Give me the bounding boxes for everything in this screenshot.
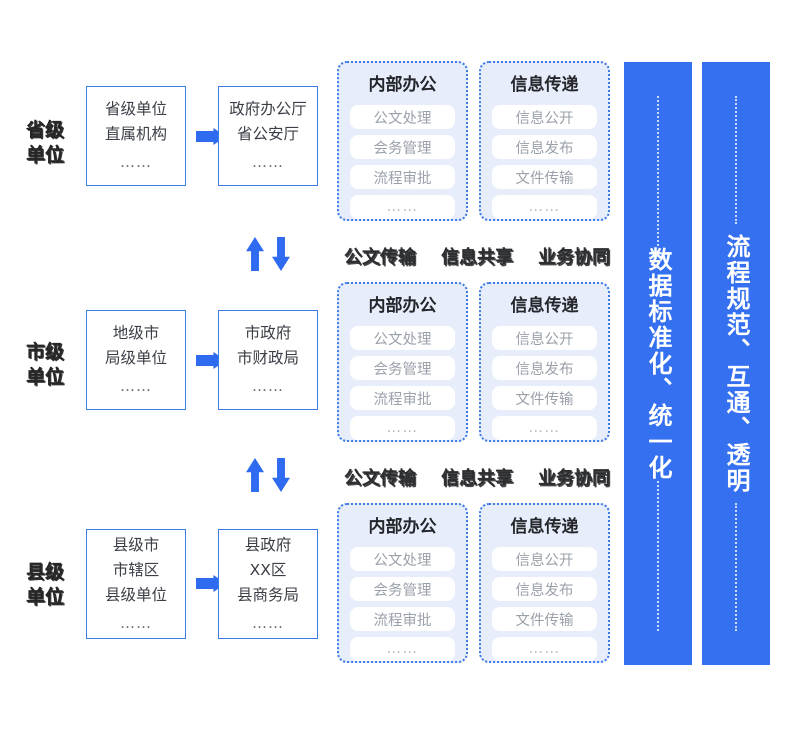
org-box-line: 政府办公厅 [229, 100, 307, 118]
side-bar-text: 数据标准化、统一化 [644, 246, 672, 481]
panel-county-internal-office[interactable]: 内部办公 公文处理 会务管理 流程审批 …… [337, 503, 468, 663]
tier-label-municipal: 市级 单位 [14, 340, 76, 390]
panel-provincial-info-transfer[interactable]: 信息传递 信息公开 信息发布 文件传输 …… [479, 61, 610, 221]
org-box-line: 局级单位 [104, 349, 167, 367]
dotted-line-bottom [735, 503, 737, 631]
panel-item-ellipsis[interactable]: …… [350, 416, 455, 440]
panel-title: 信息传递 [510, 75, 579, 95]
panel-item[interactable]: 信息公开 [492, 547, 597, 571]
panel-title: 内部办公 [368, 296, 437, 316]
org-box-municipal-target[interactable]: 市政府 市财政局 …… [218, 310, 318, 410]
org-box-ellipsis: …… [252, 377, 284, 395]
panel-item-ellipsis[interactable]: …… [350, 195, 455, 219]
panel-item[interactable]: 公文处理 [350, 547, 455, 571]
panel-title: 内部办公 [368, 75, 437, 95]
panel-item[interactable]: 文件传输 [492, 386, 597, 410]
tier-label-provincial: 省级 单位 [14, 118, 76, 168]
panel-item-ellipsis[interactable]: …… [492, 637, 597, 661]
panel-item[interactable]: 会务管理 [350, 135, 455, 159]
panel-item-ellipsis[interactable]: …… [350, 637, 455, 661]
org-box-county-target[interactable]: 县政府 XX区 县商务局 …… [218, 529, 318, 639]
panel-item-ellipsis[interactable]: …… [492, 416, 597, 440]
panel-item[interactable]: 信息发布 [492, 577, 597, 601]
panel-item[interactable]: 流程审批 [350, 386, 455, 410]
tier-label-line: 县级 [25, 561, 64, 583]
arrow-down-icon [272, 458, 290, 492]
org-box-line: 县级市 [112, 535, 160, 554]
tier-label-line: 单位 [25, 144, 64, 166]
org-box-provincial-target[interactable]: 政府办公厅 省公安厅 …… [218, 86, 318, 186]
org-box-line: 县商务局 [236, 585, 299, 604]
org-box-ellipsis: …… [120, 153, 152, 171]
connector-caption-2: 公文传输 信息共享 业务协同 [344, 468, 611, 489]
dotted-line-top [657, 96, 659, 246]
arrow-up-icon [246, 458, 264, 492]
org-box-line: 省级单位 [104, 100, 167, 118]
tier-label-county: 县级 单位 [14, 560, 76, 610]
panel-county-info-transfer[interactable]: 信息传递 信息公开 信息发布 文件传输 …… [479, 503, 610, 663]
panel-title: 信息传递 [510, 517, 579, 537]
org-box-ellipsis: …… [120, 377, 152, 395]
tier-label-line: 单位 [25, 586, 64, 608]
side-bar-text: 流程规范、互通、透明 [722, 233, 750, 494]
panel-title: 信息传递 [510, 296, 579, 316]
panel-municipal-internal-office[interactable]: 内部办公 公文处理 会务管理 流程审批 …… [337, 282, 468, 442]
connector-arrows-2 [246, 458, 298, 492]
panel-item[interactable]: 文件传输 [492, 607, 597, 631]
panel-item[interactable]: 会务管理 [350, 577, 455, 601]
panel-item[interactable]: 公文处理 [350, 326, 455, 350]
panel-item[interactable]: 流程审批 [350, 607, 455, 631]
panel-title: 内部办公 [368, 517, 437, 537]
arrow-up-icon [246, 237, 264, 271]
org-box-ellipsis: …… [120, 613, 152, 632]
org-box-provincial-source[interactable]: 省级单位 直属机构 …… [86, 86, 186, 186]
panel-item[interactable]: 信息公开 [492, 326, 597, 350]
panel-item[interactable]: 信息发布 [492, 135, 597, 159]
side-bar-process-standard[interactable]: 流程规范、互通、透明 [702, 62, 770, 665]
org-box-line: 市辖区 [112, 560, 160, 579]
org-box-line: 县级单位 [104, 585, 167, 604]
panel-item[interactable]: 信息发布 [492, 356, 597, 380]
panel-provincial-internal-office[interactable]: 内部办公 公文处理 会务管理 流程审批 …… [337, 61, 468, 221]
org-box-line: 省公安厅 [236, 125, 299, 143]
org-box-line: 市财政局 [236, 349, 299, 367]
org-box-line: 直属机构 [104, 125, 167, 143]
tier-label-line: 市级 [25, 341, 64, 363]
panel-municipal-info-transfer[interactable]: 信息传递 信息公开 信息发布 文件传输 …… [479, 282, 610, 442]
panel-item[interactable]: 公文处理 [350, 105, 455, 129]
side-bar-data-standardization[interactable]: 数据标准化、统一化 [624, 62, 692, 665]
panel-item[interactable]: 流程审批 [350, 165, 455, 189]
org-box-line: XX区 [249, 560, 287, 579]
org-box-line: 地级市 [112, 324, 160, 342]
panel-item[interactable]: 会务管理 [350, 356, 455, 380]
panel-item[interactable]: 文件传输 [492, 165, 597, 189]
tier-label-line: 单位 [25, 366, 64, 388]
org-box-line: 市政府 [244, 324, 292, 342]
org-box-county-source[interactable]: 县级市 市辖区 县级单位 …… [86, 529, 186, 639]
org-box-ellipsis: …… [252, 613, 284, 632]
tier-label-line: 省级 [25, 119, 64, 141]
org-box-line: 县政府 [244, 535, 292, 554]
connector-caption-1: 公文传输 信息共享 业务协同 [344, 247, 611, 268]
org-box-municipal-source[interactable]: 地级市 局级单位 …… [86, 310, 186, 410]
connector-arrows-1 [246, 237, 298, 271]
arrow-down-icon [272, 237, 290, 271]
dotted-line-bottom [657, 481, 659, 631]
panel-item[interactable]: 信息公开 [492, 105, 597, 129]
dotted-line-top [735, 96, 737, 224]
panel-item-ellipsis[interactable]: …… [492, 195, 597, 219]
org-box-ellipsis: …… [252, 153, 284, 171]
